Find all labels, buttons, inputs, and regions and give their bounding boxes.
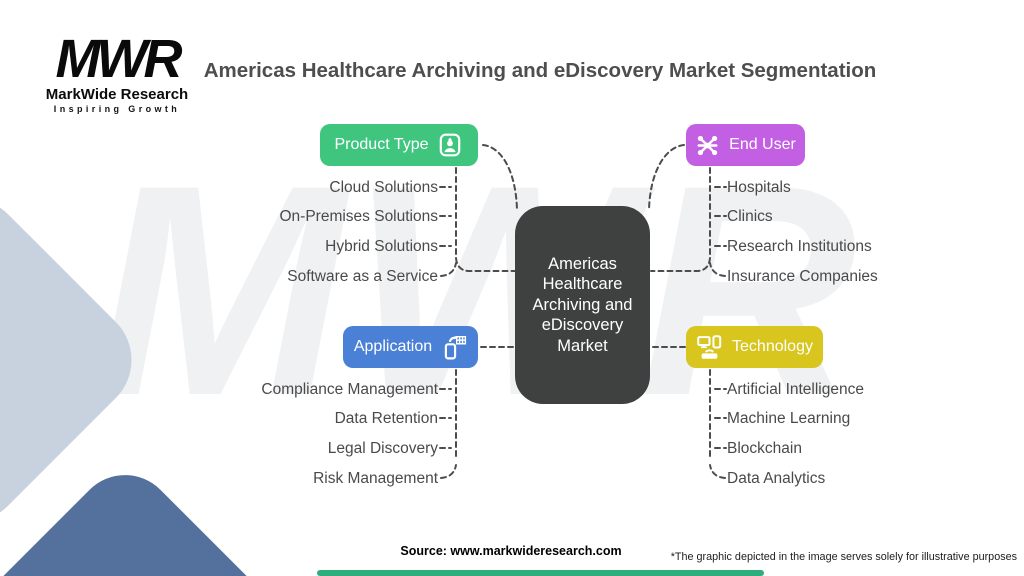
- center-market-label: Americas Healthcare Archiving and eDisco…: [532, 254, 633, 355]
- application-items: Compliance Management Data Retention Leg…: [130, 375, 438, 493]
- center-market-node: Americas Healthcare Archiving and eDisco…: [515, 206, 650, 404]
- product-type-button[interactable]: Product Type: [320, 124, 478, 166]
- watermark-text: MWR: [95, 122, 863, 458]
- list-item: Insurance Companies: [727, 267, 878, 285]
- list-item: Software as a Service: [287, 267, 438, 285]
- list-item: Research Institutions: [727, 237, 872, 255]
- list-item: Hospitals: [727, 178, 791, 196]
- list-item: Machine Learning: [727, 410, 851, 428]
- brand-logo-tagline: Inspiring Growth: [53, 104, 181, 115]
- list-item: Risk Management: [313, 469, 438, 487]
- brand-logo-acronym: MWR: [55, 29, 183, 89]
- list-item: Compliance Management: [261, 380, 438, 398]
- brand-logo-name: MarkWide Research: [45, 86, 189, 104]
- devices-icon: [696, 334, 723, 361]
- list-item: Clinics: [727, 208, 773, 226]
- source-text: Source: www.markwideresearch.com: [400, 544, 622, 558]
- disclaimer-text: *The graphic depicted in the image serve…: [670, 551, 1017, 563]
- mobile-apps-icon: [441, 334, 467, 360]
- end-user-button-label: End User: [729, 136, 796, 153]
- technology-button[interactable]: Technology: [686, 326, 823, 368]
- end-user-button[interactable]: End User: [686, 124, 805, 166]
- list-item: Blockchain: [727, 439, 802, 457]
- page-title: Americas Healthcare Archiving and eDisco…: [203, 59, 877, 82]
- list-item: Hybrid Solutions: [325, 237, 438, 255]
- footer-accent-bar: [317, 570, 764, 576]
- id-badge-icon: [437, 132, 463, 158]
- list-item: On-Premises Solutions: [279, 208, 438, 226]
- application-button-label: Application: [353, 338, 433, 355]
- list-item: Data Analytics: [727, 469, 826, 487]
- product-type-button-label: Product Type: [334, 136, 429, 153]
- list-item: Artificial Intelligence: [727, 380, 864, 398]
- list-item: Cloud Solutions: [329, 178, 438, 196]
- end-user-items: Hospitals Clinics Research Institutions …: [727, 173, 1017, 291]
- network-nodes-icon: [695, 133, 720, 158]
- product-type-items: Cloud Solutions On-Premises Solutions Hy…: [150, 173, 438, 291]
- technology-items: Artificial Intelligence Machine Learning…: [727, 375, 1017, 493]
- application-button[interactable]: Application: [343, 326, 478, 368]
- brand-logo: MWR MarkWide Research Inspiring Growth: [38, 29, 196, 115]
- list-item: Legal Discovery: [327, 439, 438, 457]
- technology-button-label: Technology: [732, 338, 813, 355]
- list-item: Data Retention: [334, 410, 438, 428]
